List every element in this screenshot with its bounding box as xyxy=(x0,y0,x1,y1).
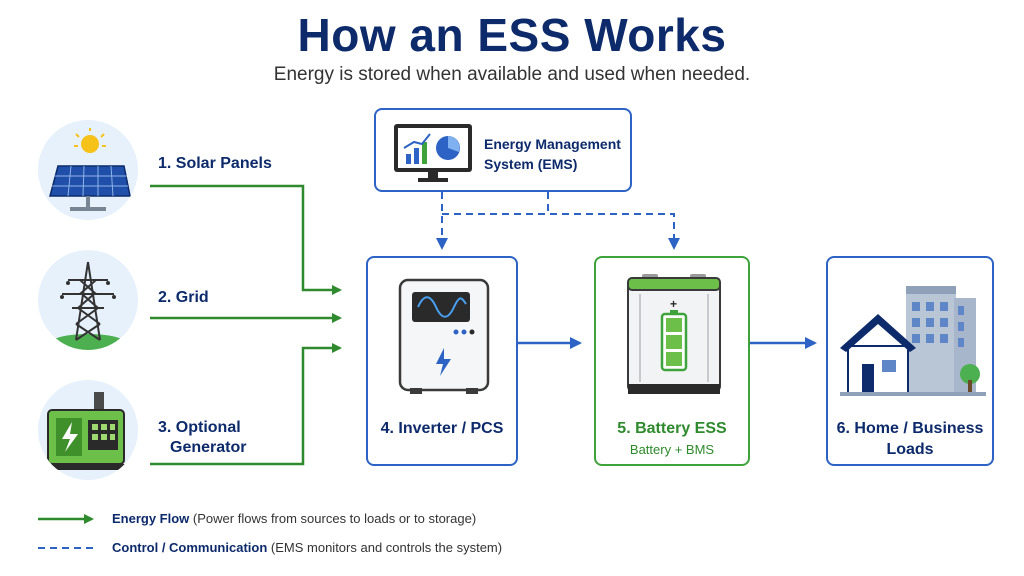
ems-box: Energy Management System (EMS) xyxy=(374,108,632,192)
page-title: How an ESS Works xyxy=(297,9,727,61)
ems-label-line1: Energy Management xyxy=(484,136,621,152)
generator-source xyxy=(38,380,138,480)
legend-energy-flow-title: Energy Flow xyxy=(112,511,190,526)
page-subtitle: Energy is stored when available and used… xyxy=(273,64,751,85)
source-label-solar: 1. Solar Panels xyxy=(158,155,272,172)
energy-flow-lines xyxy=(150,184,342,466)
solar-panel-icon xyxy=(49,128,131,211)
generator-to-inverter-line xyxy=(150,343,342,466)
generator-label-line2: Generator xyxy=(170,439,247,456)
generator-label-line1: 3. Optional xyxy=(158,419,241,436)
monitor-chart-icon xyxy=(394,124,472,182)
loads-label: 6. Home / Business Loads xyxy=(828,418,992,460)
battery-sublabel: Battery + BMS xyxy=(629,442,715,457)
grid-source xyxy=(38,250,138,350)
ems-label-line2: System (EMS) xyxy=(484,156,578,172)
source-label-generator: 3. Optional Generator xyxy=(158,418,246,458)
battery-box: + 5. Battery ESS Battery + BMS xyxy=(594,256,750,466)
legend-energy-flow-description: (Power flows from sources to loads or to… xyxy=(192,511,477,526)
house-building-icon xyxy=(840,286,986,396)
battery-cabinet-icon: + xyxy=(627,274,721,394)
generator-icon xyxy=(46,392,126,470)
legend-control-description: (EMS monitors and controls the system) xyxy=(270,540,503,555)
ems-label: Energy Management System (EMS) xyxy=(484,134,621,174)
loads-label-line1: 6. Home / Business xyxy=(836,420,984,437)
solar-to-inverter-line xyxy=(150,184,342,295)
loads-box: 6. Home / Business Loads xyxy=(826,256,994,466)
inverter-label: 4. Inverter / PCS xyxy=(380,420,504,437)
inverter-icon xyxy=(398,278,490,394)
inverter-box: 4. Inverter / PCS xyxy=(366,256,518,466)
battery-label: 5. Battery ESS xyxy=(617,420,727,437)
transmission-tower-icon xyxy=(52,261,124,350)
ems-to-battery-line xyxy=(547,192,680,250)
legend-control: Control / Communication (EMS monitors an… xyxy=(112,540,502,555)
source-label-grid: 2. Grid xyxy=(158,289,209,306)
legend-control-title: Control / Communication xyxy=(112,540,268,555)
control-lines xyxy=(436,192,680,250)
legend-energy-flow: Energy Flow (Power flows from sources to… xyxy=(112,511,476,526)
loads-label-line2: Loads xyxy=(886,441,934,458)
svg-text:+: + xyxy=(670,297,677,311)
solar-source xyxy=(38,120,138,220)
